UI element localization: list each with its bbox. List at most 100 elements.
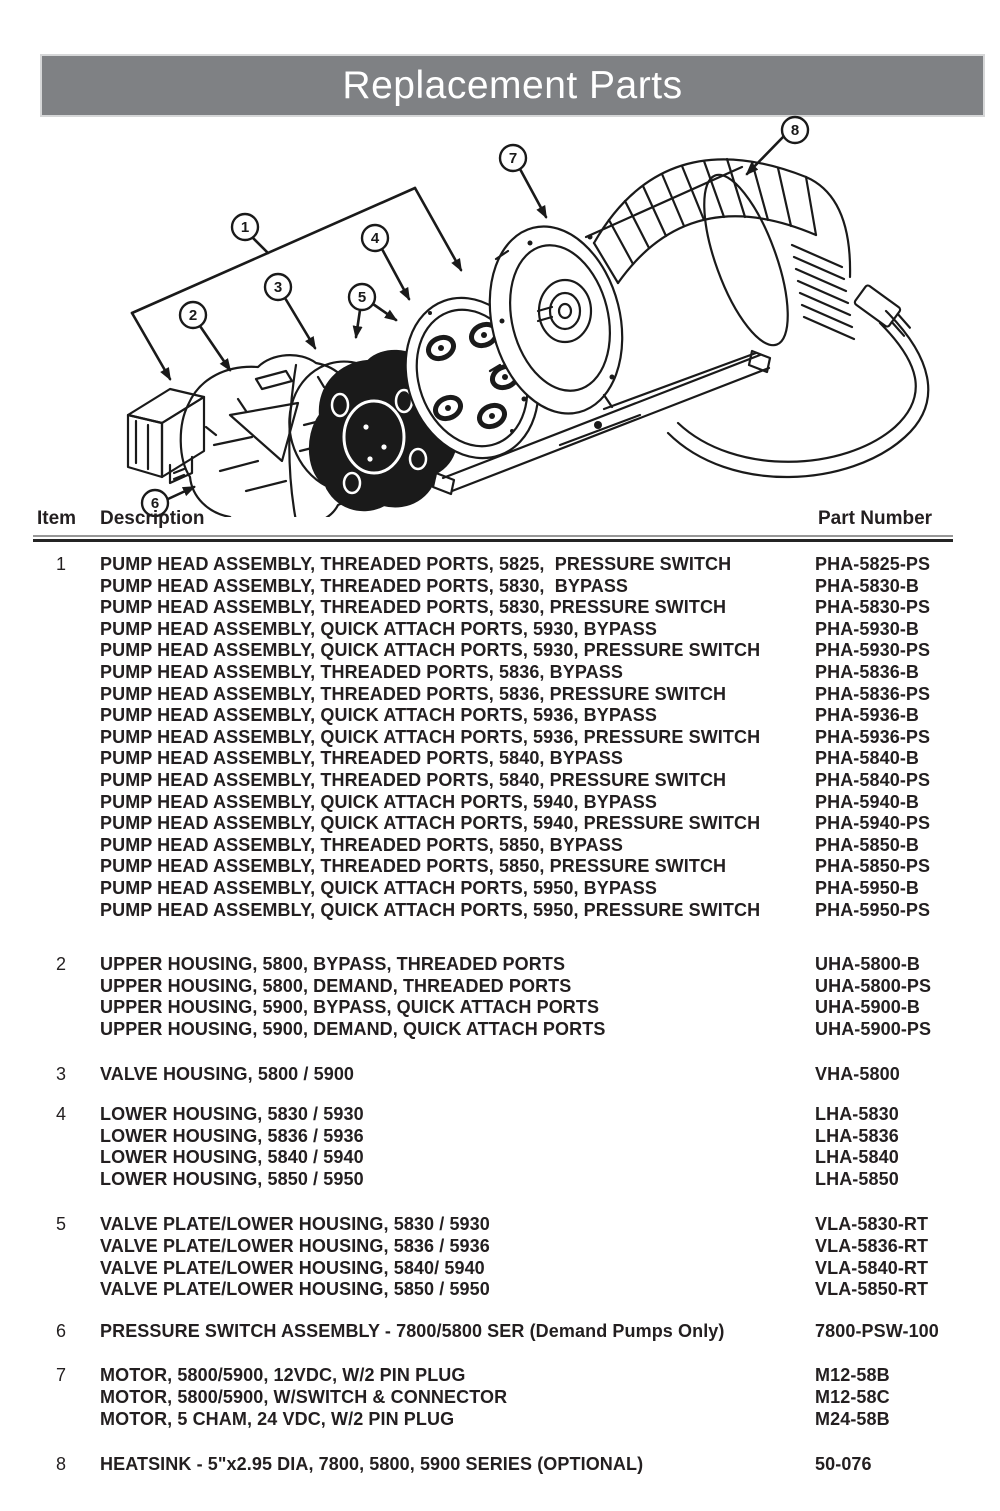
part-number-cell: VLA-5836-RT <box>815 1236 929 1257</box>
table-row: PUMP HEAD ASSEMBLY, THREADED PORTS, 5850… <box>0 856 1000 878</box>
part-number-cell: VLA-5840-RT <box>815 1257 929 1278</box>
item-number-cell: 6 <box>55 1320 66 1341</box>
description-cell: PUMP HEAD ASSEMBLY, THREADED PORTS, 5825… <box>100 554 732 574</box>
description-cell: VALVE PLATE/LOWER HOUSING, 5830 / 5930 <box>100 1214 490 1235</box>
callout-6-number: 6 <box>151 495 159 512</box>
motor-part <box>488 165 789 415</box>
part-number-cell: VHA-5800 <box>815 1064 900 1085</box>
item-number-cell: 8 <box>55 1454 66 1475</box>
part-number-cell: LHA-5850 <box>815 1168 899 1189</box>
column-header-part-number: Part Number <box>818 508 933 529</box>
description-cell: VALVE PLATE/LOWER HOUSING, 5840/ 5940 <box>100 1257 485 1278</box>
part-number-cell: PHA-5950-PS <box>815 899 931 920</box>
part-number-cell: PHA-5840-PS <box>815 769 931 790</box>
parts-group: 1 PUMP HEAD ASSEMBLY, THREADED PORTS, 582… <box>0 554 1000 921</box>
callout-3-arrow <box>283 296 317 350</box>
description-cell: PUMP HEAD ASSEMBLY, QUICK ATTACH PORTS, … <box>100 899 761 920</box>
part-number-cell: UHA-5800-PS <box>815 975 932 996</box>
description-cell: PUMP HEAD ASSEMBLY, THREADED PORTS, 5836… <box>100 661 623 682</box>
item-number-cell: 4 <box>55 1104 66 1125</box>
callout-1-bracket <box>130 186 417 315</box>
table-row: PUMP HEAD ASSEMBLY, QUICK ATTACH PORTS, … <box>0 640 1000 662</box>
part-number-cell: PHA-5830-B <box>815 575 920 596</box>
table-header-rule <box>33 535 953 542</box>
description-cell: UPPER HOUSING, 5800, BYPASS, THREADED PO… <box>100 954 566 975</box>
description-cell: PUMP HEAD ASSEMBLY, QUICK ATTACH PORTS, … <box>100 640 761 661</box>
callout-7-arrow <box>518 167 548 219</box>
table-row: VALVE PLATE/LOWER HOUSING, 5836 / 5936 VL… <box>0 1236 1000 1258</box>
description-cell: PUMP HEAD ASSEMBLY, THREADED PORTS, 5836… <box>100 683 727 704</box>
item-number-cell: 1 <box>55 554 66 574</box>
callout-5-arrow-b <box>371 302 398 322</box>
part-number-cell: M12-58C <box>815 1387 890 1407</box>
part-number-cell: PHA-5840-B <box>815 748 920 769</box>
part-number-cell: LHA-5836 <box>815 1125 899 1146</box>
callout-1-number: 1 <box>241 219 249 236</box>
part-number-cell: UHA-5900-PS <box>815 1018 932 1039</box>
item-number-cell: 7 <box>55 1365 66 1386</box>
pressure-switch-part <box>126 387 206 485</box>
description-cell: LOWER HOUSING, 5836 / 5936 <box>100 1125 364 1146</box>
part-number-cell: PHA-5836-B <box>815 661 920 682</box>
description-cell: PUMP HEAD ASSEMBLY, QUICK ATTACH PORTS, … <box>100 618 657 639</box>
motor-mounting-rail <box>431 349 772 496</box>
part-number-cell: LHA-5830 <box>815 1104 899 1125</box>
part-number-cell: UHA-5900-B <box>815 997 921 1018</box>
part-number-cell: PHA-5850-B <box>815 834 920 855</box>
callout-1-arrow-left <box>130 311 172 381</box>
part-number-cell: PHA-5936-B <box>815 705 920 726</box>
table-row: PUMP HEAD ASSEMBLY, QUICK ATTACH PORTS, … <box>0 792 1000 814</box>
page-title-bar: Replacement Parts <box>40 54 985 117</box>
table-row: PUMP HEAD ASSEMBLY, THREADED PORTS, 5836… <box>0 662 1000 684</box>
table-row: UPPER HOUSING, 5800, DEMAND, THREADED PO… <box>0 976 1000 998</box>
column-header-description: Description <box>100 508 205 529</box>
callout-8-number: 8 <box>791 122 799 139</box>
table-row: 4 LOWER HOUSING, 5830 / 5930 LHA-5830 <box>0 1104 1000 1126</box>
table-row: PUMP HEAD ASSEMBLY, QUICK ATTACH PORTS, … <box>0 727 1000 749</box>
callout-leaders <box>130 134 786 501</box>
table-row: PUMP HEAD ASSEMBLY, QUICK ATTACH PORTS, … <box>0 813 1000 835</box>
callout-1: 1 <box>230 212 260 242</box>
description-cell: LOWER HOUSING, 5830 / 5930 <box>100 1104 364 1125</box>
description-cell: VALVE PLATE/LOWER HOUSING, 5836 / 5936 <box>100 1236 490 1257</box>
description-cell: PUMP HEAD ASSEMBLY, THREADED PORTS, 5850… <box>100 834 623 855</box>
part-number-cell: UHA-5800-B <box>815 954 921 975</box>
callout-7: 7 <box>498 143 528 173</box>
part-number-cell: 50-076 <box>815 1454 872 1475</box>
table-row: PUMP HEAD ASSEMBLY, THREADED PORTS, 5830… <box>0 576 1000 598</box>
table-row: 1 PUMP HEAD ASSEMBLY, THREADED PORTS, 582… <box>0 554 1000 576</box>
part-number-cell: LHA-5840 <box>815 1147 899 1168</box>
callout-2-number: 2 <box>189 307 197 324</box>
table-row: UPPER HOUSING, 5900, BYPASS, QUICK ATTAC… <box>0 997 1000 1019</box>
description-cell: VALVE PLATE/LOWER HOUSING, 5850 / 5950 <box>100 1279 490 1300</box>
part-number-cell: 7800-PSW-100 <box>815 1320 939 1341</box>
callout-8-arrow <box>745 134 786 176</box>
callout-5-arrow-a <box>352 308 363 339</box>
part-number-cell: PHA-5825-PS <box>815 554 931 574</box>
part-number-cell: PHA-5950-B <box>815 877 920 898</box>
description-cell: PUMP HEAD ASSEMBLY, THREADED PORTS, 5830… <box>100 597 727 618</box>
parts-table-body: 1 PUMP HEAD ASSEMBLY, THREADED PORTS, 582… <box>0 554 1000 1476</box>
description-cell: UPPER HOUSING, 5900, BYPASS, QUICK ATTAC… <box>100 997 600 1018</box>
callout-3: 3 <box>263 272 293 302</box>
description-cell: PUMP HEAD ASSEMBLY, THREADED PORTS, 5850… <box>100 856 727 877</box>
description-cell: MOTOR, 5 CHAM, 24 VDC, W/2 PIN PLUG <box>100 1408 455 1429</box>
table-row: PUMP HEAD ASSEMBLY, QUICK ATTACH PORTS, … <box>0 705 1000 727</box>
callout-5-number: 5 <box>358 289 366 306</box>
item-number-cell: 5 <box>55 1214 66 1235</box>
table-row: PUMP HEAD ASSEMBLY, THREADED PORTS, 5840… <box>0 770 1000 792</box>
callout-balloons: 1 2 3 4 5 6 7 8 <box>140 115 810 517</box>
table-row: PUMP HEAD ASSEMBLY, QUICK ATTACH PORTS, … <box>0 878 1000 900</box>
column-header-item: Item <box>37 508 77 529</box>
part-number-cell: M12-58B <box>815 1365 890 1386</box>
